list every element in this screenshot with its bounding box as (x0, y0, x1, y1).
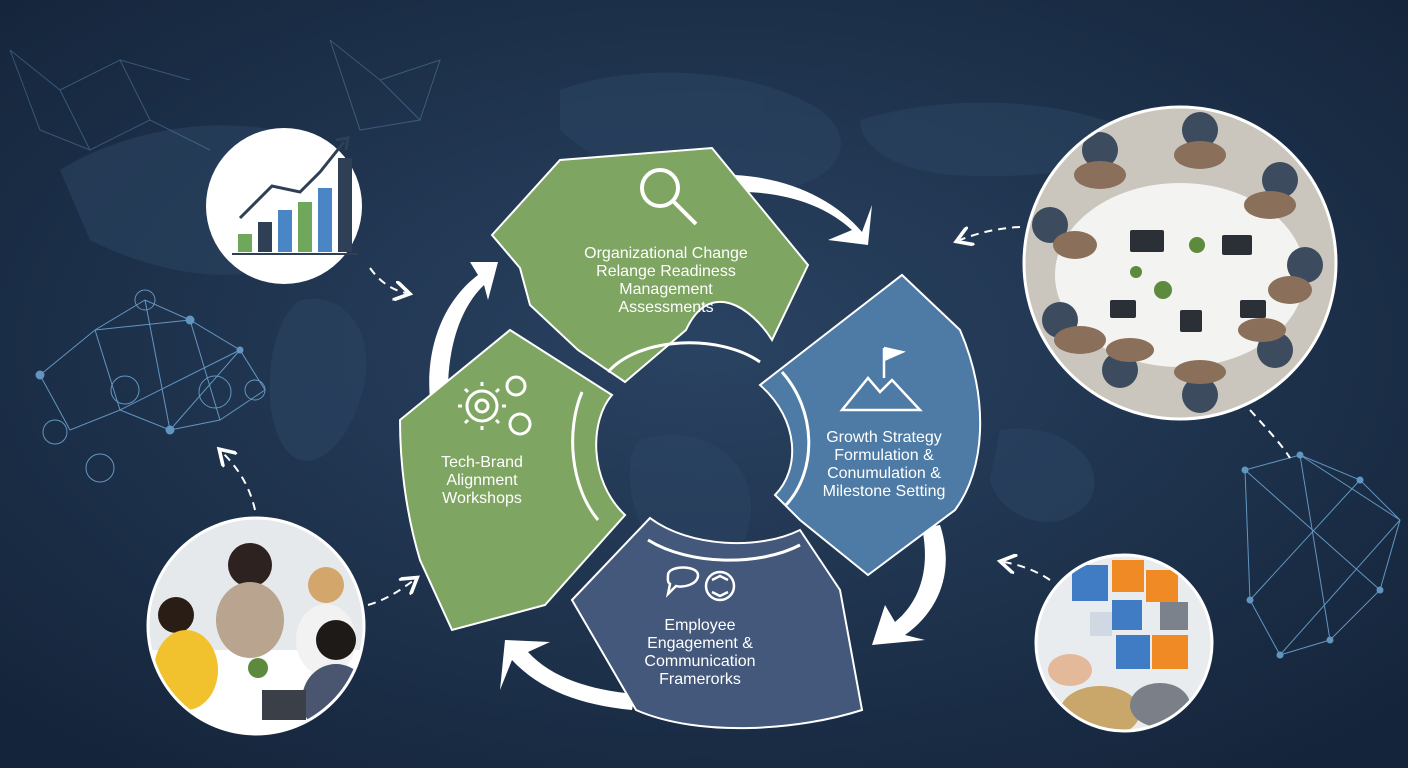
segment-assessments-line-4: Assessments (618, 299, 713, 316)
segment-workshops-shape (398, 328, 627, 632)
segment-workshops-line-3: Workshops (442, 490, 522, 507)
segment-growth-line-1: Growth Strategy (826, 429, 942, 446)
segment-engagement-inner-arc (647, 538, 801, 562)
segment-engagement-line-4: Framerorks (659, 671, 741, 688)
puzzle-photo (1034, 553, 1214, 733)
chat-cycle-icon (665, 566, 736, 602)
segment-assessments-line-1: Organizational Change (584, 245, 748, 262)
segment-assessments-line-2: Relange Readiness (596, 263, 736, 280)
segment-engagement: Employee Engagement & Communication Fram… (570, 516, 864, 730)
segment-engagement-line-2: Engagement & (647, 635, 753, 652)
network-decoration-right (1241, 451, 1401, 659)
segment-growth-line-4: Milestone Setting (823, 483, 946, 500)
cycle-arrows (429, 175, 946, 710)
segment-engagement-shape (570, 516, 864, 730)
segment-assessments: Organizational Change Relange Readiness … (490, 146, 810, 384)
segment-workshops: Tech-Brand Alignment Workshops (398, 328, 627, 632)
puzzle-icon (1036, 555, 1212, 731)
segment-workshops-inner-arc (571, 391, 600, 521)
segment-growth-shape (758, 273, 982, 577)
segment-engagement-line-1: Employee (664, 617, 735, 634)
segment-growth-line-3: Conumulation & (827, 465, 941, 482)
bar-chart-icon (232, 136, 358, 255)
growth-chart-photo (206, 128, 362, 284)
dashed-connectors (222, 226, 1291, 606)
segment-workshops-line-1: Tech-Brand (441, 454, 523, 471)
network-decoration-left (35, 289, 266, 483)
team-table-photo (1022, 105, 1338, 421)
people-table-icon (1024, 107, 1336, 419)
gears-icon (458, 375, 532, 436)
segment-engagement-line-3: Communication (644, 653, 755, 670)
segment-growth-inner-arc (780, 371, 811, 507)
segment-assessments-line-3: Management (619, 281, 713, 298)
team-meeting-photo (146, 516, 366, 736)
segment-assessments-inner-arc (606, 341, 761, 373)
segment-growth: Growth Strategy Formulation & Conumulati… (758, 273, 982, 577)
segment-growth-line-2: Formulation & (834, 447, 934, 464)
mountain-flag-icon (839, 346, 923, 412)
magnifier-icon (640, 168, 698, 226)
segment-workshops-line-2: Alignment (446, 472, 518, 489)
segment-assessments-shape (490, 146, 810, 384)
network-decoration-top-left (9, 39, 441, 151)
